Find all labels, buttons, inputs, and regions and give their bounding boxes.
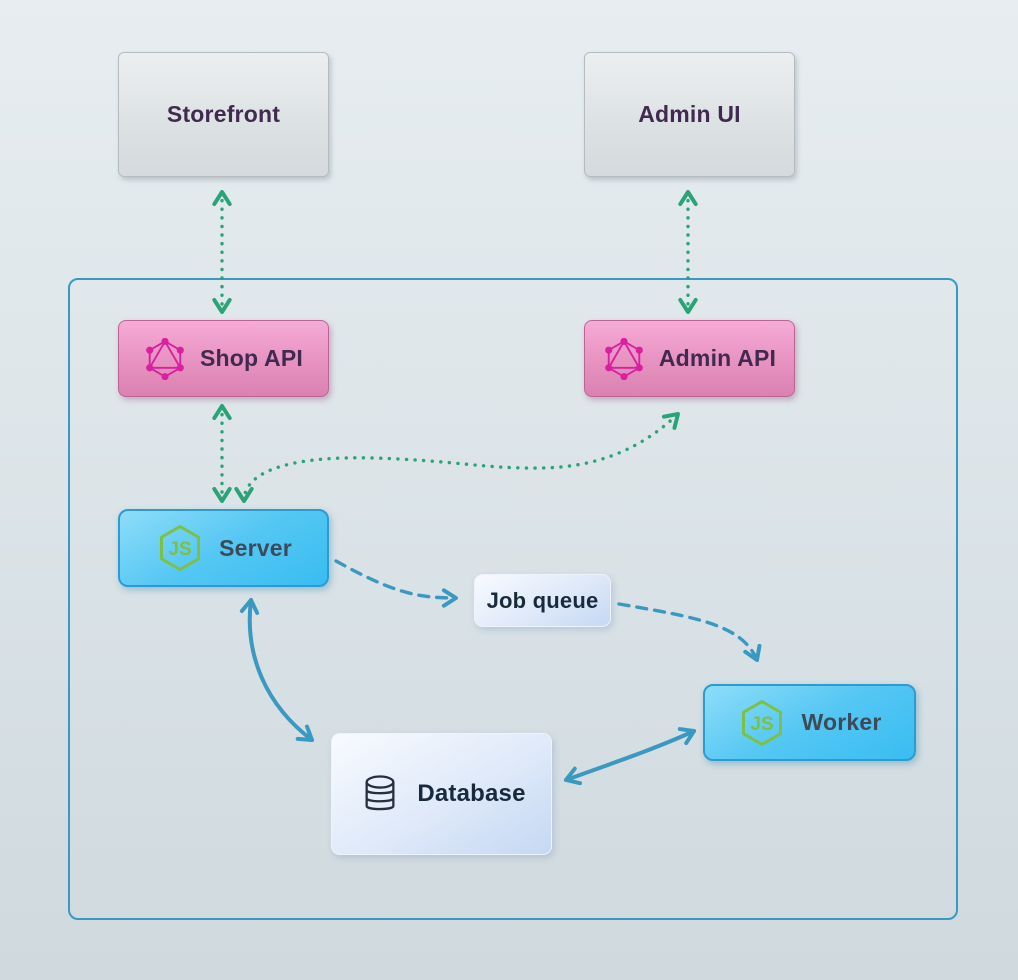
node-job-queue[interactable]: Job queue (474, 574, 611, 627)
admin-api-label: Admin API (658, 345, 777, 371)
shop-api-label: Shop API (200, 345, 303, 371)
svg-text:JS: JS (751, 714, 774, 735)
node-admin-api[interactable]: Admin API (584, 320, 795, 397)
job-queue-label: Job queue (486, 587, 599, 613)
admin-ui-label: Admin UI (638, 101, 741, 127)
nodejs-icon: JS (737, 698, 787, 748)
graphql-icon (603, 337, 645, 380)
database-icon (357, 771, 403, 817)
server-label: Server (219, 534, 292, 561)
svg-text:JS: JS (168, 539, 191, 560)
node-shop-api[interactable]: Shop API (118, 320, 329, 397)
node-storefront[interactable]: Storefront (118, 52, 329, 177)
worker-label: Worker (801, 709, 882, 735)
node-admin-ui[interactable]: Admin UI (584, 52, 795, 177)
node-database[interactable]: Database (331, 733, 552, 855)
graphql-icon (144, 337, 186, 380)
storefront-label: Storefront (166, 101, 281, 127)
database-label: Database (417, 780, 526, 807)
server-boundary-box (68, 278, 958, 920)
node-server[interactable]: JS Server (118, 509, 329, 587)
node-worker[interactable]: JS Worker (703, 684, 916, 761)
nodejs-icon: JS (155, 523, 205, 573)
